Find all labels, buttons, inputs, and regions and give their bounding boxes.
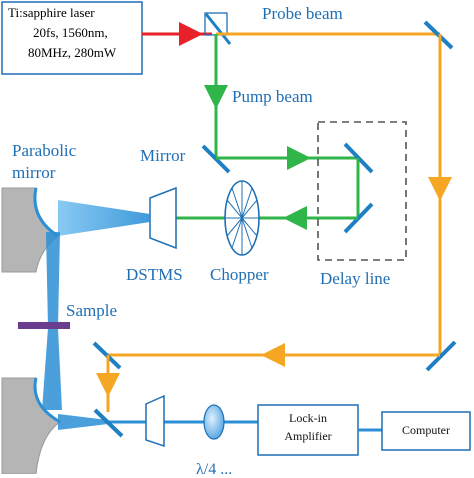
mirror-label: Mirror (140, 146, 186, 165)
sample-label: Sample (66, 301, 117, 320)
parabolic-mirror-bottom-surface (33, 377, 61, 424)
parabolic-mirror-label-1: Parabolic (12, 141, 77, 160)
probe-beam-label: Probe beam (262, 4, 343, 23)
lock-in-label-1: Lock-in (289, 411, 327, 425)
thz-beam-vertical (46, 232, 60, 328)
probe-mirror-bottom-right (425, 340, 457, 372)
dstms-crystal (149, 186, 177, 250)
partial-bottom-label: λ/4 ... (196, 461, 233, 478)
thz-beam-to-detector (58, 414, 108, 430)
delay-mirror-bottom (343, 202, 374, 234)
laser-box (1, 1, 143, 75)
thz-beam-vertical-2 (42, 328, 62, 410)
laser-spec-1: 20fs, 1560nm, (33, 25, 108, 40)
pump-beam-label: Pump beam (232, 87, 313, 106)
computer-box (381, 411, 471, 451)
detection-mirror (93, 408, 124, 438)
detection-crystal (145, 394, 165, 448)
laser-name: Ti:sapphire laser (8, 5, 95, 20)
lock-in-label-2: Amplifier (284, 429, 332, 443)
dstms-label: DSTMS (126, 265, 183, 284)
delay-line-label: Delay line (320, 269, 391, 288)
computer-label: Computer (402, 423, 450, 437)
chopper-label: Chopper (210, 265, 269, 284)
chopper (224, 180, 260, 256)
laser-spec-2: 80MHz, 280mW (28, 45, 117, 60)
detection-lens (203, 404, 225, 440)
beam-splitter-diagonal (204, 13, 232, 45)
sample (18, 322, 70, 329)
thz-beam-horizontal (58, 200, 150, 236)
parabolic-mirror-label-2: mirror (12, 163, 56, 182)
delay-line-box (317, 121, 407, 261)
